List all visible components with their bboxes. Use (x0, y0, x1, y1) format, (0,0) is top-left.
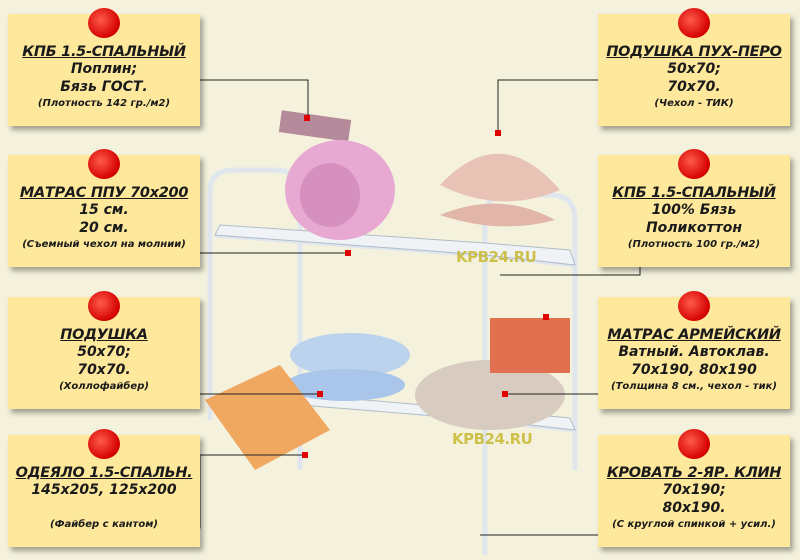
product-card: ОДЕЯЛО 1.5-СПАЛЬН.145x205, 125x200 (Файб… (8, 429, 200, 547)
card-title: ПОДУШКА ПУХ-ПЕРО (606, 44, 782, 60)
card-title: МАТРАС ППУ 70x200 (19, 185, 189, 201)
pushpin-icon (88, 149, 120, 179)
card-line: 70x190; (662, 482, 726, 498)
card-line: 70x70. (77, 362, 131, 378)
card-line: 80x190. (662, 500, 726, 516)
card-note: (С круглой спинкой + усил.) (612, 519, 776, 530)
pushpin-icon (678, 291, 710, 321)
card-note: (Толщина 8 см., чехол - тик) (611, 381, 777, 392)
watermark: KPB24.RU (456, 248, 537, 266)
blanket (205, 365, 330, 470)
card-title: ОДЕЯЛО 1.5-СПАЛЬН. (15, 465, 193, 481)
card-title: КПБ 1.5-СПАЛЬНЫЙ (612, 185, 776, 201)
pushpin-icon (88, 291, 120, 321)
bedding-set (490, 318, 570, 373)
card-note: (Файбер с кантом) (50, 519, 158, 530)
card-line: Ватный. Автоклав. (618, 344, 770, 360)
card-note: (Холлофайбер) (59, 381, 149, 392)
card-note: (Чехол - ТИК) (654, 98, 734, 109)
card-line: 20 см. (79, 220, 129, 236)
card-line: Бязь ГОСТ. (60, 79, 148, 95)
card-line: Поликоттон (645, 220, 743, 236)
card-note: (Съемный чехол на молнии) (22, 239, 186, 250)
card-title: КПБ 1.5-СПАЛЬНЫЙ (22, 44, 186, 60)
card-line (8, 499, 200, 517)
card-note: (Плотность 100 гр./м2) (627, 239, 761, 250)
card-line: 100% Бязь (651, 202, 737, 218)
leader-lines (149, 79, 641, 540)
bedding-package (278, 110, 352, 142)
pushpin-icon (88, 8, 120, 38)
card-note: (Плотность 142 гр./м2) (37, 98, 171, 109)
card-line: 70x70. (667, 79, 721, 95)
pushpin-icon (678, 149, 710, 179)
pushpin-icon (678, 429, 710, 459)
card-line: 50x70; (667, 61, 721, 77)
card-line: Поплин; (70, 61, 138, 77)
pushpin-icon (88, 429, 120, 459)
card-title: КРОВАТЬ 2-ЯР. КЛИН (606, 465, 782, 481)
card-title: МАТРАС АРМЕЙСКИЙ (607, 327, 781, 343)
leader-dots (302, 115, 549, 458)
down-pillow (440, 153, 560, 202)
card-line: 15 см. (79, 202, 129, 218)
card-line: 145x205, 125x200 (31, 482, 177, 498)
pillow (290, 333, 410, 377)
pushpin-icon (678, 8, 710, 38)
card-line: 70x190, 80x190 (631, 362, 757, 378)
army-mattress-roll (415, 360, 565, 430)
watermark: KPB24.RU (452, 430, 533, 448)
card-title: ПОДУШКА (60, 327, 148, 343)
card-line: 50x70; (77, 344, 131, 360)
